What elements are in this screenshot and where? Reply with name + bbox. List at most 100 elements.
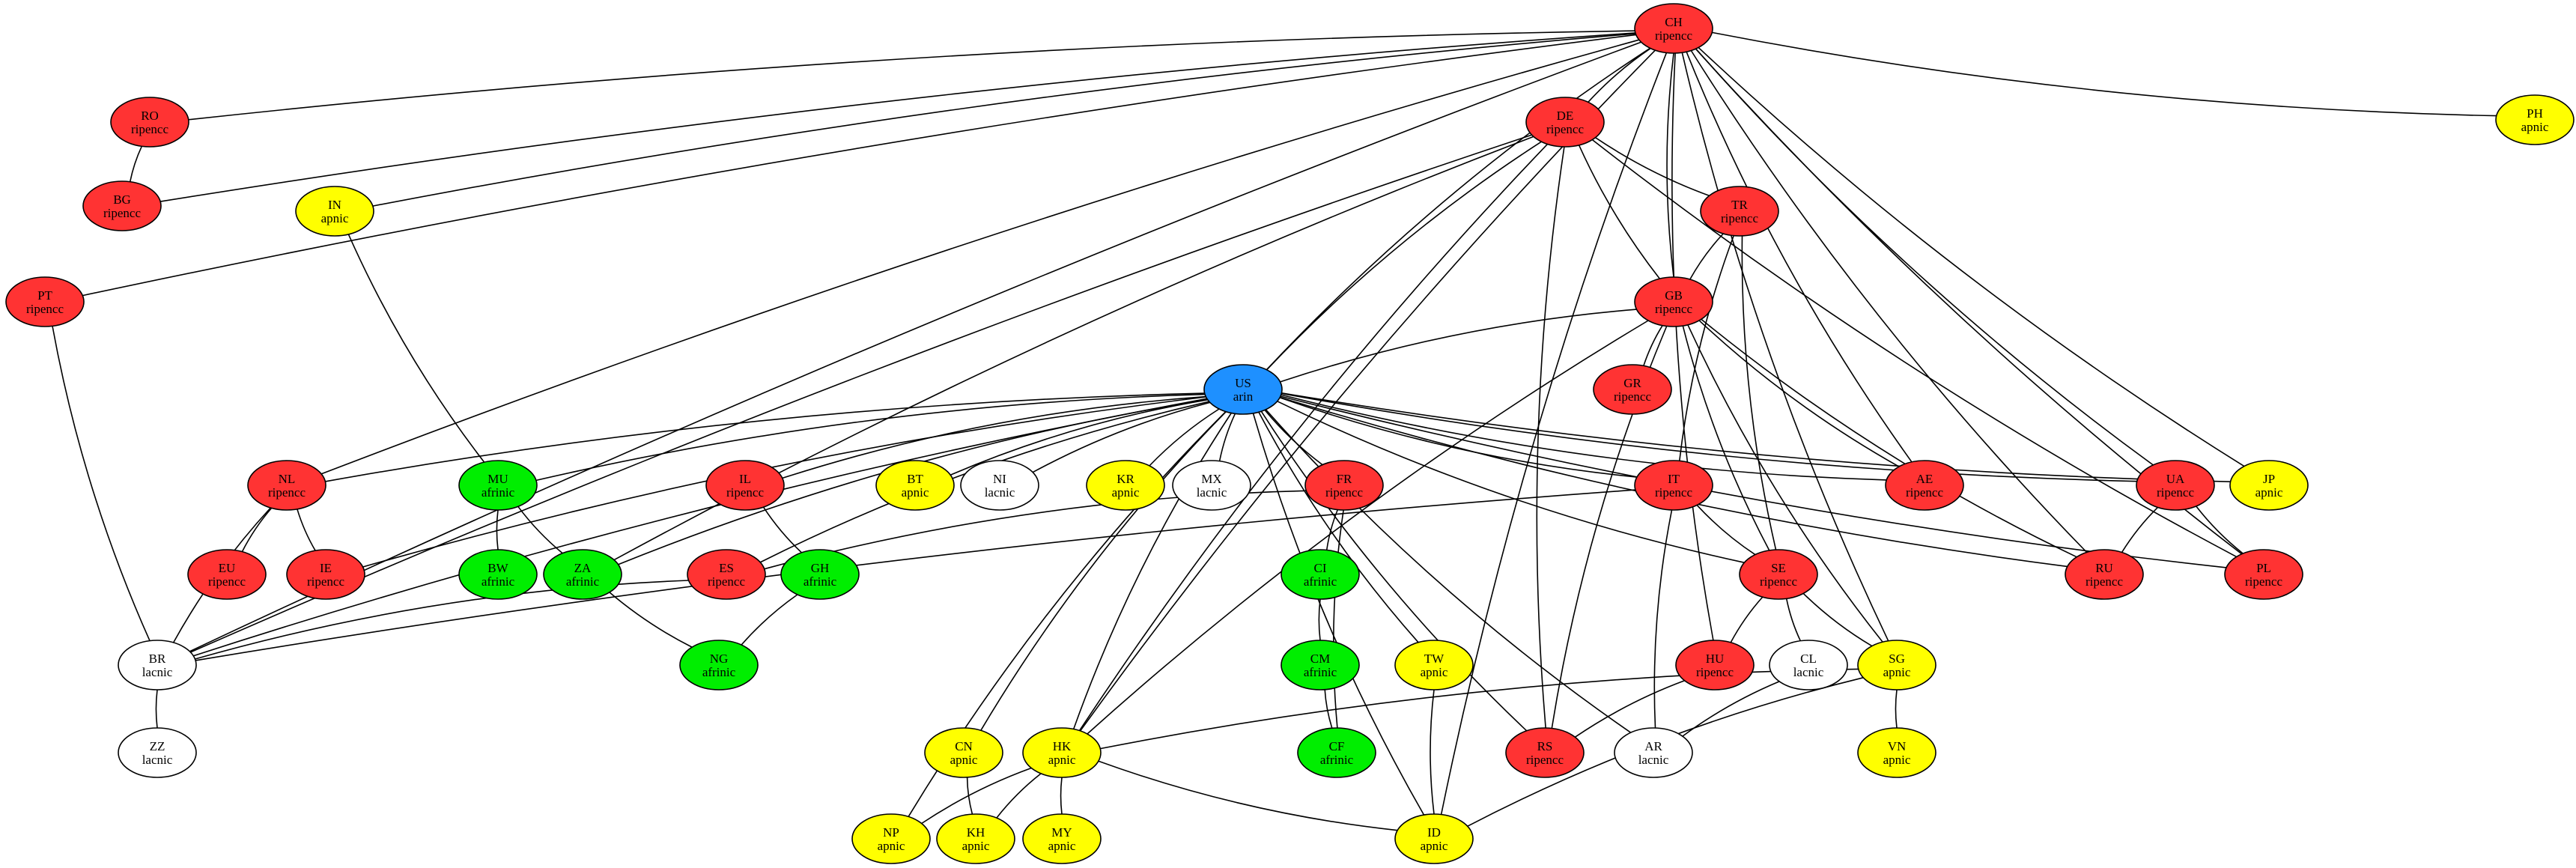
edge-ci-cm — [1318, 598, 1321, 641]
edge-br-zz — [155, 689, 158, 729]
edge-tr-gb — [1689, 233, 1724, 280]
node-ellipse — [458, 460, 538, 511]
node-country-label: TW — [1424, 652, 1445, 666]
edge-us-pl — [1280, 395, 2227, 568]
node-country-label: CH — [1665, 15, 1683, 29]
node-ellipse — [187, 549, 267, 600]
node-registry-label: ripencc — [1546, 122, 1584, 136]
edge-us-se — [1277, 401, 1745, 563]
node-country-label: HK — [1053, 739, 1072, 753]
edge-ch-jp — [1698, 46, 2245, 467]
node-ellipse — [1634, 3, 1713, 54]
node-registry-label: apnic — [1421, 839, 1448, 853]
node-country-label: PH — [2527, 106, 2543, 121]
node-registry-label: ripencc — [26, 302, 64, 316]
node-country-label: HU — [1706, 652, 1725, 666]
node-country-label: AE — [1916, 472, 1933, 486]
node-registry-label: lacnic — [1197, 485, 1227, 500]
edge-it-ar — [1653, 509, 1673, 729]
node-country-label: CM — [1310, 652, 1330, 666]
edge-us-ie — [362, 396, 1206, 568]
node-registry-label: afrinic — [804, 574, 837, 589]
node-registry-label: apnic — [902, 485, 929, 500]
node-registry-label: lacnic — [1638, 753, 1669, 767]
edge-us-cn — [980, 411, 1227, 731]
node-ellipse — [82, 180, 162, 231]
edge-ch-id — [1440, 52, 1668, 815]
node-ellipse — [1203, 364, 1283, 415]
node-country-label: RO — [141, 109, 159, 123]
node-country-label: CF — [1329, 739, 1345, 753]
edge-de-us — [1266, 141, 1542, 371]
edge-gh-ng — [741, 594, 798, 646]
edge-de-rs — [1536, 146, 1565, 729]
edge-us-bt — [950, 399, 1208, 476]
node-country-label: MU — [487, 472, 508, 486]
node-country-label: MY — [1051, 825, 1072, 840]
edge-de-tr — [1595, 137, 1710, 197]
edge-us-hk — [1072, 413, 1232, 729]
edge-de-br — [190, 134, 1532, 653]
edge-tw-id — [1430, 689, 1435, 815]
edge-us-mu — [535, 393, 1206, 482]
node-registry-label: lacnic — [142, 665, 173, 679]
node-country-label: TR — [1731, 198, 1748, 212]
node-ellipse — [1022, 727, 1102, 778]
edge-us-rs — [1260, 410, 1528, 732]
node-country-label: SG — [1889, 652, 1905, 666]
edge-hk-kh — [996, 773, 1042, 819]
edge-nl-ie — [297, 509, 316, 551]
node-ellipse — [1505, 727, 1585, 778]
node-country-label: US — [1235, 376, 1251, 390]
node-ellipse — [1394, 640, 1474, 691]
node-country-label: NG — [710, 652, 729, 666]
edge-ch-ru — [1690, 50, 2088, 553]
edge-hu-rs — [1574, 680, 1685, 738]
edge-ch-ua — [1695, 48, 2154, 466]
node-registry-label: apnic — [1883, 753, 1911, 767]
node-country-label: PT — [37, 288, 52, 303]
node-country-label: CI — [1314, 561, 1327, 575]
edge-us-jp — [1281, 392, 2231, 482]
node-ellipse — [960, 460, 1039, 511]
edge-fr-cf — [1332, 509, 1344, 729]
node-ellipse — [2229, 460, 2309, 511]
node-ellipse — [1394, 813, 1474, 864]
node-country-label: IE — [320, 561, 332, 575]
edge-it-se — [1696, 504, 1756, 556]
node-registry-label: apnic — [1421, 665, 1448, 679]
node-country-label: NI — [993, 472, 1006, 486]
node-country-label: DE — [1557, 109, 1574, 123]
node-registry-label: apnic — [1883, 665, 1911, 679]
node-ellipse — [295, 186, 374, 237]
node-country-label: SE — [1771, 561, 1786, 575]
node-registry-label: lacnic — [985, 485, 1015, 500]
node-ellipse — [1739, 549, 1818, 600]
node-ellipse — [1675, 640, 1755, 691]
node-registry-label: ripencc — [1655, 28, 1692, 43]
edge-gb-gr — [1643, 325, 1663, 366]
node-registry-label: apnic — [2521, 120, 2549, 134]
node-ellipse — [1525, 97, 1605, 148]
edge-ch-ae — [1686, 51, 1913, 463]
edge-us-kr — [1149, 408, 1220, 467]
node-ellipse — [2495, 94, 2575, 145]
node-registry-label: ripencc — [708, 574, 745, 589]
